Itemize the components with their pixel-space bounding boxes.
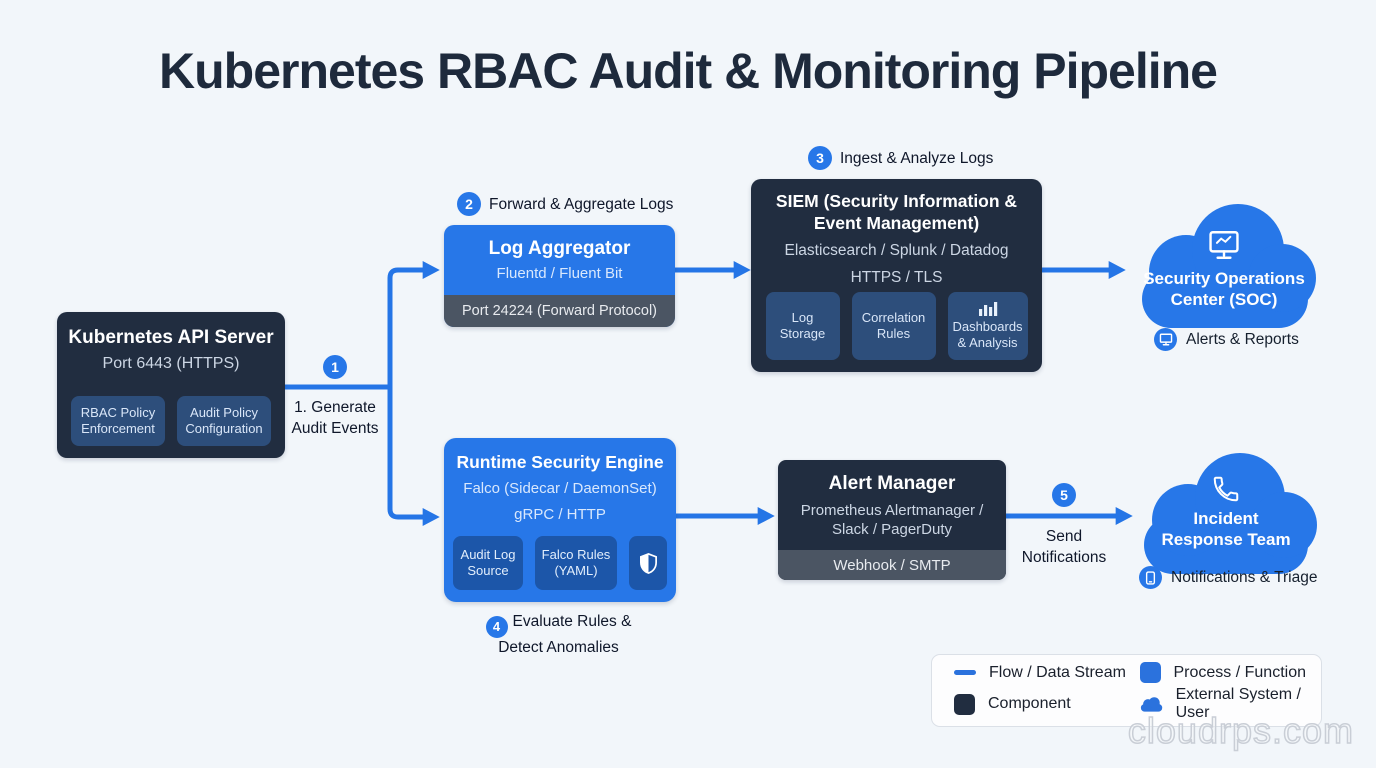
legend-item-flow: Flow / Data Stream (954, 664, 1136, 682)
node-protocol: gRPC / HTTP (514, 506, 606, 524)
legend-item-external: External System / User (1140, 686, 1322, 722)
node-title: Kubernetes API Server (68, 327, 274, 348)
step-label-5: Send Notifications (1021, 528, 1107, 566)
node-title: Log Aggregator (488, 238, 631, 259)
node-siem: SIEM (Security Information & Event Manag… (751, 179, 1042, 372)
chip-falco-rules-yaml: Falco Rules (YAML) (535, 536, 617, 590)
node-footer: Port 24224 (Forward Protocol) (444, 295, 675, 327)
node-alert-manager: Alert Manager Prometheus Alertmanager / … (778, 460, 1006, 580)
chip-audit-log-source: Audit Log Source (453, 536, 523, 590)
monitor-icon (1207, 230, 1241, 265)
chip-log-storage: Log Storage (765, 292, 840, 360)
legend-label: Component (988, 695, 1071, 712)
chip-rbac-policy-enforcement: RBAC Policy Enforcement (71, 396, 165, 446)
node-kubernetes-api-server: Kubernetes API Server Port 6443 (HTTPS) … (57, 312, 285, 458)
node-subtitle: Falco (Sidecar / DaemonSet) (463, 479, 657, 497)
phone-icon (1211, 474, 1241, 509)
node-title: SIEM (Security Information & Event Manag… (775, 191, 1018, 233)
legend-label: External System / User (1175, 686, 1301, 721)
chip-dashboards-analysis: Dashboards & Analysis (947, 292, 1028, 360)
chip-shield (629, 536, 667, 590)
chip-row: RBAC Policy Enforcement Audit Policy Con… (57, 396, 285, 446)
step-badge-4: 4 (485, 615, 508, 638)
cloud-title: Incident Response Team (1161, 509, 1291, 550)
caption-text: Alerts & Reports (1186, 330, 1299, 348)
watermark: cloudrps.com (1127, 709, 1354, 752)
step-badge-5: 5 (1052, 483, 1076, 507)
step-badge-2: 2 (457, 192, 481, 216)
node-subtitle: Prometheus Alertmanager / Slack / PagerD… (800, 501, 984, 539)
node-footer: Webhook / SMTP (778, 550, 1006, 580)
step-badge-3: 3 (808, 146, 832, 170)
legend: Flow / Data Stream Process / Function Co… (931, 654, 1322, 727)
chip-row: Log Storage Correlation Rules Dashboards… (751, 292, 1042, 360)
step-label-3: Ingest & Analyze Logs (840, 150, 994, 167)
arrow-api-to-aggregator (387, 261, 440, 387)
node-incident-cloud: Incident Response Team (1130, 452, 1322, 578)
caption-notifications-triage: Notifications & Triage (1139, 566, 1317, 589)
node-runtime-security-engine: Runtime Security Engine Falco (Sidecar /… (444, 438, 676, 602)
chip-correlation-rules: Correlation Rules (851, 292, 936, 360)
legend-item-process: Process / Function (1139, 662, 1322, 683)
component-swatch-icon (954, 693, 975, 715)
cloud-swatch-icon (1140, 696, 1162, 712)
bar-chart-icon (978, 301, 997, 316)
cloud-shape (1144, 453, 1317, 574)
caption-alerts-reports: Alerts & Reports (1154, 328, 1299, 351)
flow-line-swatch-icon (954, 670, 976, 675)
step-label-text: Evaluate Rules & Detect Anomalies (498, 613, 632, 656)
cloud-title: Security Operations Center (SOC) (1143, 269, 1305, 310)
arrow-api-to-runtime (387, 387, 440, 526)
step-label-2: Forward & Aggregate Logs (489, 196, 674, 213)
node-soc-cloud: Security Operations Center (SOC) (1126, 202, 1322, 332)
smartphone-badge-icon (1139, 566, 1162, 589)
node-title: Runtime Security Engine (456, 452, 664, 472)
legend-label: Process / Function (1173, 663, 1307, 681)
page-title: Kubernetes RBAC Audit & Monitoring Pipel… (159, 43, 1218, 99)
node-subtitle: Elasticsearch / Splunk / Datadog (784, 241, 1009, 259)
node-protocol: HTTPS / TLS (850, 268, 943, 286)
caption-text: Notifications & Triage (1171, 568, 1318, 586)
step-label-1: 1. Generate Audit Events (291, 399, 379, 437)
shield-icon (639, 552, 657, 574)
legend-label: Flow / Data Stream (989, 663, 1126, 681)
process-swatch-icon (1139, 662, 1161, 683)
chip-row: Audit Log Source Falco Rules (YAML) (444, 536, 676, 590)
node-subtitle: Fluentd / Fluent Bit (496, 264, 623, 282)
cloud-shape (1142, 204, 1316, 328)
step-badge-1: 1 (323, 355, 347, 379)
node-subtitle: Port 6443 (HTTPS) (102, 354, 240, 372)
node-title: Alert Manager (828, 473, 956, 494)
chip-audit-policy-configuration: Audit Policy Configuration (177, 396, 271, 446)
chip-label: Dashboards & Analysis (952, 318, 1023, 350)
legend-item-component: Component (954, 693, 1136, 715)
node-log-aggregator: Log Aggregator Fluentd / Fluent Bit Port… (444, 225, 675, 327)
monitor-badge-icon (1154, 328, 1177, 351)
